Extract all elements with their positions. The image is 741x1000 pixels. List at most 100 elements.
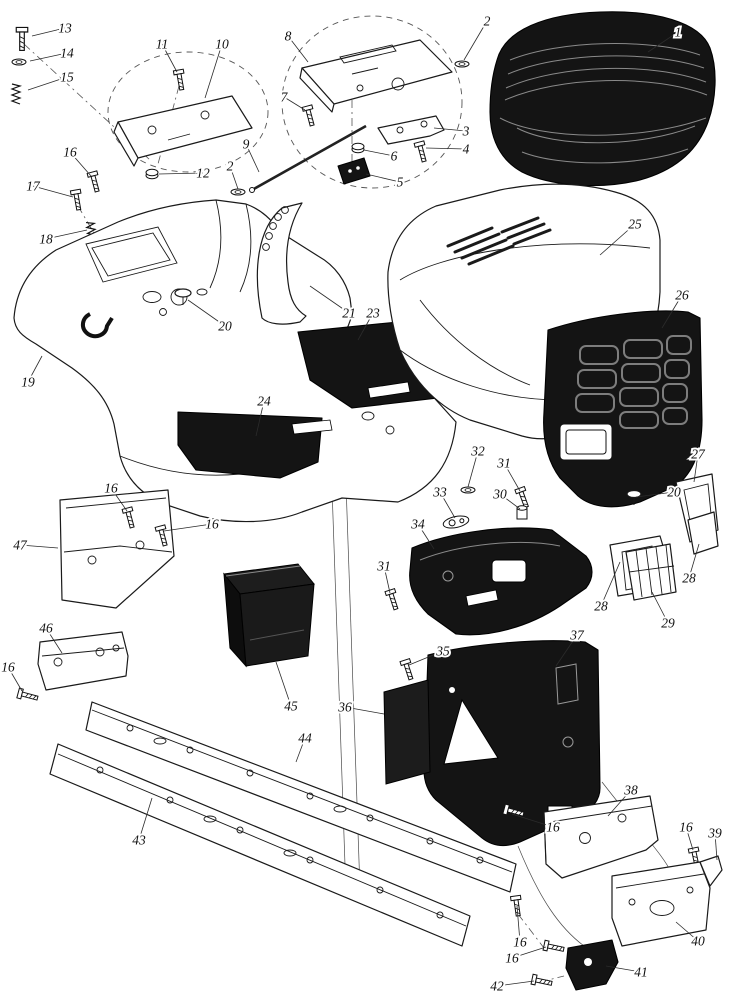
callout-leader — [275, 661, 292, 707]
callout-leader — [599, 223, 636, 256]
rod-9 — [249, 124, 367, 193]
callout-label: 43 — [132, 833, 146, 848]
callout-label: 29 — [661, 616, 675, 631]
screw-7 — [301, 104, 318, 128]
callout-leader — [647, 31, 679, 53]
dash-panel — [409, 527, 593, 636]
callout-label: 28 — [682, 571, 696, 586]
screw-31-lower — [384, 588, 402, 612]
callout-leader — [295, 737, 306, 763]
callout-leader — [605, 965, 642, 973]
callout-leader — [503, 462, 521, 492]
seat — [489, 11, 716, 187]
callout-leader — [138, 797, 153, 841]
support-bracket-46 — [37, 631, 129, 691]
callout-leader — [110, 487, 128, 512]
callout-leader — [417, 523, 435, 550]
bolt-16-left — [16, 687, 40, 704]
callout-label: 4 — [463, 142, 470, 157]
callout-label: 16 — [513, 935, 527, 950]
callout-label: 19 — [21, 375, 35, 390]
callout-leader — [204, 43, 223, 99]
washer-14 — [11, 58, 27, 66]
callout-leader — [365, 173, 401, 183]
callout-label: 27 — [691, 447, 706, 462]
side-panel-28-right — [687, 511, 719, 555]
callout-leader — [45, 229, 88, 240]
callout-leader — [163, 523, 213, 532]
callout-leader — [287, 35, 309, 63]
battery-box — [223, 563, 315, 668]
callout-label: 21 — [342, 306, 356, 321]
console-strip — [256, 202, 307, 325]
callout-leader — [187, 299, 226, 327]
screw-35 — [399, 658, 417, 682]
tab-39 — [699, 855, 723, 887]
callout-label: 24 — [257, 394, 271, 409]
callout-label: 13 — [58, 21, 72, 36]
heat-shield-panel — [383, 679, 431, 785]
cap-20-right — [626, 489, 642, 505]
callout-leader — [19, 544, 59, 549]
floor-mat-left — [177, 411, 333, 479]
callout-label: 6 — [391, 149, 398, 164]
callout-label: 18 — [39, 232, 53, 247]
callout-label: 9 — [243, 137, 250, 152]
callout-leader — [27, 76, 68, 91]
callout-leader — [45, 627, 63, 654]
callout-label: 12 — [196, 166, 210, 181]
callout-label: 20 — [667, 485, 681, 500]
seat-bracket-plate — [113, 95, 253, 167]
callout-leader — [344, 706, 385, 715]
clip-5 — [337, 157, 371, 185]
screw-16-bottom-vert — [509, 894, 524, 918]
callout-label: 28 — [594, 599, 608, 614]
bracket-41 — [565, 939, 619, 991]
callout-label: 45 — [284, 699, 298, 714]
callout-leader — [651, 591, 669, 624]
callout-label: 3 — [462, 124, 470, 139]
cap-20-left — [174, 288, 192, 305]
callout-label: 14 — [60, 46, 74, 61]
callout-leader — [714, 832, 718, 861]
callout-label: 16 — [546, 820, 560, 835]
callout-leader — [255, 400, 265, 437]
headlight-opening — [559, 423, 613, 461]
callout-leader — [32, 185, 74, 198]
callout-label: 17 — [26, 179, 41, 194]
callout-leader — [635, 491, 675, 498]
screw-16-bottom-horiz — [542, 939, 566, 955]
callout-leader — [7, 666, 23, 692]
callout-leader — [661, 294, 683, 329]
washer-32 — [460, 486, 476, 494]
rear-bracket-38 — [543, 795, 659, 879]
callout-label: 31 — [496, 456, 511, 471]
callout-label: 34 — [410, 517, 425, 532]
callout-leader — [29, 52, 68, 62]
callout-label: 16 — [1, 660, 15, 675]
callout-leader — [499, 493, 521, 510]
callout-label: 7 — [281, 90, 289, 105]
callout-label: 47 — [13, 538, 28, 553]
callout-label: 35 — [435, 644, 450, 659]
screw-4 — [413, 140, 430, 164]
callout-label: 16 — [679, 820, 693, 835]
callout-leader — [31, 27, 66, 37]
seat-plate — [299, 39, 453, 113]
callout-label: 20 — [218, 319, 232, 334]
screw-42 — [530, 973, 554, 989]
callout-label: 30 — [492, 487, 507, 502]
support-bracket-47 — [59, 489, 175, 609]
callout-leader — [425, 147, 467, 150]
callout-label: 5 — [397, 175, 404, 190]
callout-leader — [693, 453, 699, 483]
callout-label: 36 — [337, 700, 352, 715]
callout-label: 31 — [376, 559, 391, 574]
callout-label: 16 — [104, 481, 118, 496]
callout-leader — [69, 151, 92, 177]
lift-handle — [81, 312, 114, 339]
grille — [543, 310, 703, 508]
